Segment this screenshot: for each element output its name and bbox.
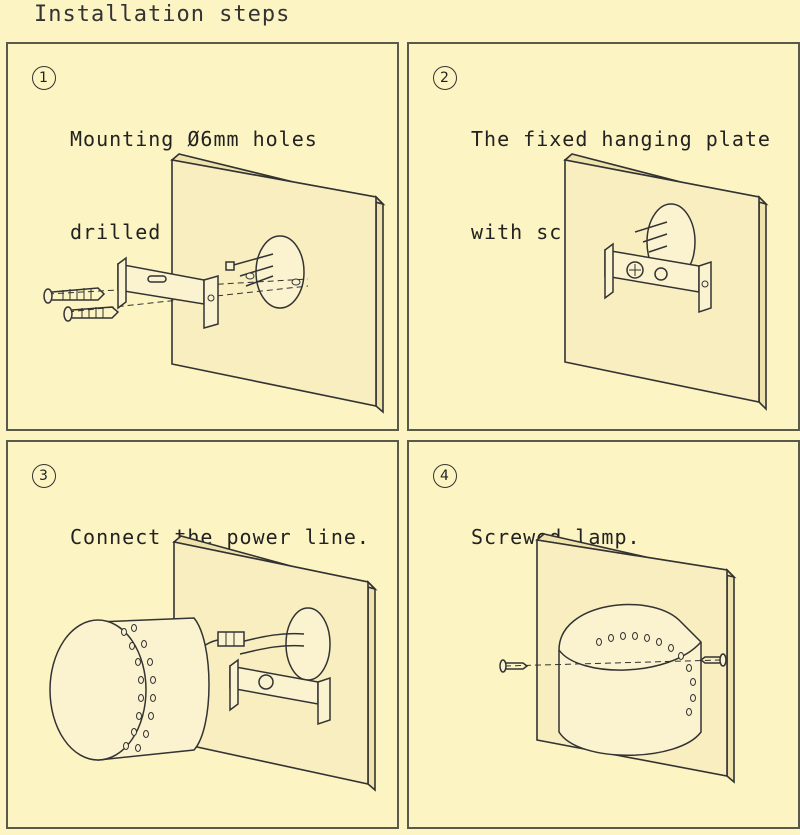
power-wires [634, 221, 668, 253]
bracket-side [604, 242, 614, 300]
lamp-body [558, 603, 702, 756]
wall-hole [255, 235, 305, 309]
bracket-side [229, 658, 239, 712]
side-screw-left [499, 659, 529, 673]
power-wires [229, 253, 274, 287]
side-screw-right [699, 653, 727, 667]
wire-end [225, 261, 235, 271]
bracket-side [117, 256, 127, 310]
step-2-line-1: The fixed hanging plate [471, 127, 771, 151]
wall-edge [758, 195, 767, 411]
step-1-illustration [43, 153, 386, 414]
screw-axis [504, 659, 722, 667]
step-3-caption: 3 Connect the power line. [32, 460, 370, 615]
bracket-screw-hole [701, 280, 709, 288]
wall-edge [367, 580, 376, 792]
bracket-flange [203, 275, 219, 329]
step-1-number: 1 [32, 66, 56, 90]
step-2-number: 2 [433, 66, 457, 90]
lamp-vent-holes [121, 624, 156, 752]
lamp-rim [558, 641, 702, 671]
step-4-panel: 4 Screwed lamp. [407, 440, 800, 829]
power-wires [239, 632, 305, 655]
screw-2 [63, 306, 120, 322]
drill-hole-2 [291, 278, 301, 286]
lamp-vent-holes [596, 632, 696, 716]
step-4-illustration [499, 533, 737, 784]
step-3-line-1: Connect the power line. [70, 525, 370, 549]
step-4-number: 4 [433, 464, 457, 488]
drill-hole-1 [245, 272, 255, 280]
mounted-screw-2 [654, 267, 668, 281]
step-3-illustration [49, 535, 378, 792]
step-2-illustration [563, 153, 769, 411]
bracket-slot [147, 275, 167, 283]
step-3-number: 3 [32, 464, 56, 488]
screw-1 [43, 287, 106, 304]
step-2-panel: 2 The fixed hanging plate with screws. [407, 42, 800, 431]
lamp-front [49, 619, 147, 761]
page-title: Installation steps [34, 2, 291, 27]
wall-edge [375, 195, 384, 414]
bracket-screw-hole [207, 294, 215, 302]
wall-edge [726, 568, 735, 784]
mounted-screw [258, 674, 274, 690]
step-1-line-1: Mounting Ø6mm holes [70, 127, 318, 151]
bracket-flange [317, 676, 331, 726]
step-3-panel: 3 Connect the power line. [6, 440, 399, 829]
step-1-panel: 1 Mounting Ø6mm holes drilled in the wal… [6, 42, 399, 431]
wall-hole [285, 607, 331, 681]
terminal-block [217, 631, 245, 647]
